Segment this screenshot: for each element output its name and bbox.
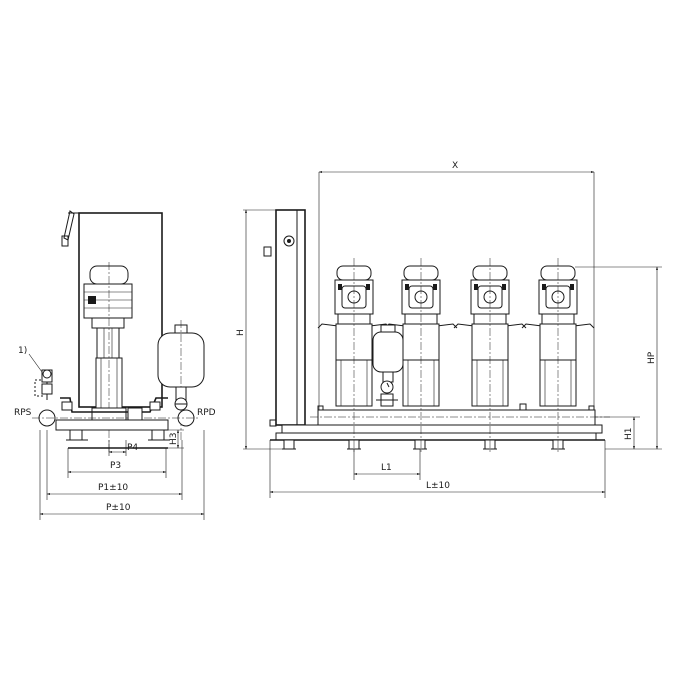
p1-label: P1±10 [98, 483, 128, 493]
pressure-gauge [380, 380, 394, 394]
lantern [96, 327, 120, 359]
front-view [243, 170, 662, 498]
h3-label: H3 [169, 433, 179, 446]
front-manifold [317, 409, 596, 426]
front-base-frame [281, 424, 603, 434]
note-1-label: 1) [18, 346, 27, 356]
pipe-connection [60, 397, 168, 413]
base-frame [55, 419, 169, 431]
pump-group [317, 258, 595, 454]
side-view [28, 210, 205, 520]
p4-label: P4 [127, 443, 138, 453]
front-membrane-vessel [372, 331, 404, 373]
p3-label: P3 [110, 461, 121, 471]
pump-unit [453, 258, 527, 454]
pump-unit [521, 258, 595, 454]
pump-unit [384, 258, 458, 454]
x-label: X [452, 161, 458, 171]
l1-label: L1 [381, 463, 392, 473]
hp-label: HP [647, 351, 657, 364]
l-label: L±10 [426, 481, 450, 491]
rpd-label: RPD [197, 408, 216, 418]
h-label: H [236, 329, 246, 336]
h1-label: H1 [624, 428, 634, 441]
p-label: P±10 [106, 503, 131, 513]
terminal-box [88, 296, 96, 304]
rps-label: RPS [14, 408, 32, 418]
